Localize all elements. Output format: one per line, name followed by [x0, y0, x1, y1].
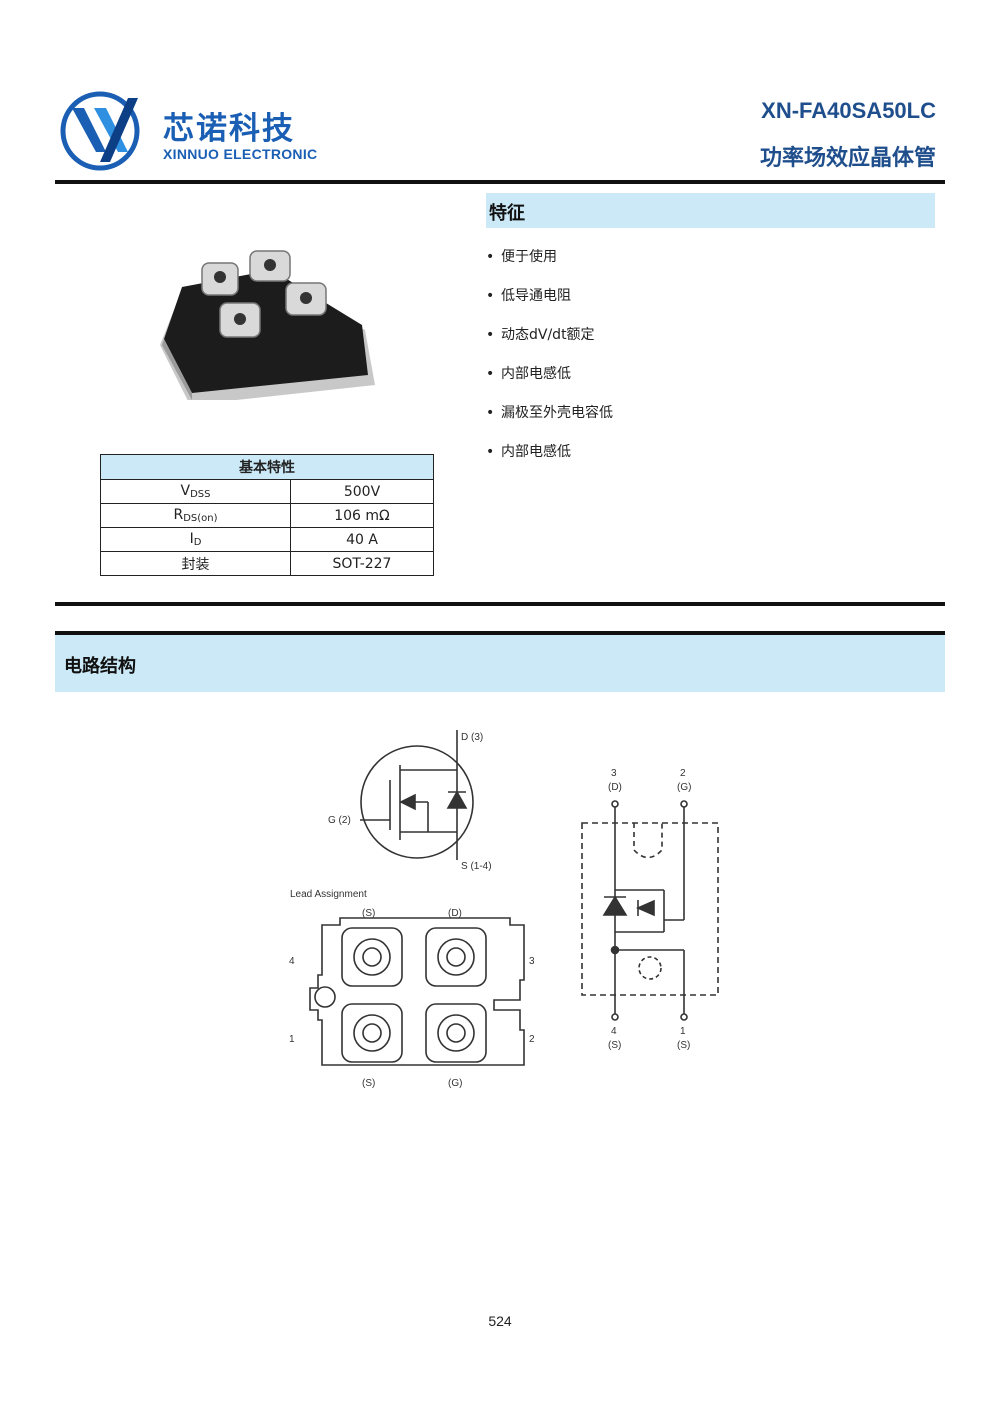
- svg-text:1: 1: [289, 1034, 295, 1045]
- section-divider: [55, 631, 945, 635]
- spec-value: 40 A: [290, 527, 434, 552]
- spec-value: 106 mΩ: [290, 503, 434, 528]
- terminal: [425, 1003, 487, 1063]
- svg-text:(S): (S): [677, 1040, 690, 1051]
- svg-text:(S): (S): [362, 908, 375, 919]
- spec-param: VDSS: [100, 479, 291, 504]
- feature-item: •漏极至外壳电容低: [486, 405, 613, 421]
- source-label: S (1-4): [461, 861, 492, 872]
- lead-assignment: Lead Assignment (S) (D) (S) (G) 4 1 3 2: [289, 889, 535, 1089]
- feature-item: •便于使用: [486, 249, 557, 265]
- feature-item: •内部电感低: [486, 366, 571, 382]
- gate-label: G (2): [328, 815, 351, 826]
- spec-param: RDS(on): [100, 503, 291, 528]
- svg-text:(S): (S): [608, 1040, 621, 1051]
- spec-table: 基本特性 VDSS 500V RDS(on) 106 mΩ ID 40 A 封装…: [100, 454, 434, 576]
- page-number: 524: [488, 1313, 512, 1329]
- features-title: 特征: [489, 203, 525, 224]
- svg-text:1: 1: [680, 1026, 686, 1037]
- features-list: •便于使用 •低导通电阻 •动态dV/dt额定 •内部电感低 •漏极至外壳电容低…: [486, 246, 613, 480]
- spec-table-title: 基本特性: [100, 454, 434, 480]
- header-divider: [55, 180, 945, 184]
- terminal: [425, 927, 487, 987]
- spec-value: SOT-227: [290, 551, 434, 576]
- svg-text:2: 2: [529, 1034, 535, 1045]
- part-description: 功率场效应晶体管: [759, 146, 936, 171]
- product-photo: [160, 250, 375, 400]
- svg-text:4: 4: [611, 1026, 617, 1037]
- table-row: 封装 SOT-227: [100, 551, 434, 576]
- company-name-cn: 芯诺科技: [163, 111, 295, 147]
- feature-item: •动态dV/dt额定: [486, 327, 595, 343]
- svg-text:4: 4: [289, 956, 295, 967]
- section-divider: [55, 602, 945, 606]
- lead-assignment-title: Lead Assignment: [290, 889, 367, 900]
- table-row: VDSS 500V: [100, 479, 434, 504]
- svg-text:2: 2: [680, 768, 686, 779]
- mosfet-symbol: D (3) G (2) S (1-4): [328, 730, 492, 872]
- terminal: [341, 1003, 403, 1063]
- spec-param: ID: [100, 527, 291, 552]
- svg-text:(S): (S): [362, 1078, 375, 1089]
- circuit-diagram: D (3) G (2) S (1-4) Lead Assignment (S) …: [289, 730, 719, 1089]
- svg-text:(D): (D): [608, 782, 622, 793]
- company-logo-icon: [60, 91, 140, 171]
- table-row: RDS(on) 106 mΩ: [100, 503, 434, 528]
- table-row: ID 40 A: [100, 527, 434, 552]
- part-number: XN-FA40SA50LC: [761, 98, 936, 123]
- svg-text:(G): (G): [677, 782, 691, 793]
- svg-text:(D): (D): [448, 908, 462, 919]
- circuit-title: 电路结构: [64, 656, 136, 677]
- feature-item: •低导通电阻: [486, 288, 571, 304]
- internal-schematic: 3 (D) 2 (G) 4 (S) 1 (S): [581, 768, 719, 1051]
- company-name-en: XINNUO ELECTRONIC: [163, 146, 318, 162]
- spec-value: 500V: [290, 479, 434, 504]
- feature-item: •内部电感低: [486, 444, 571, 460]
- circuit-header: 电路结构: [55, 635, 945, 692]
- svg-text:3: 3: [611, 768, 617, 779]
- drain-label: D (3): [461, 732, 483, 743]
- terminal: [341, 927, 403, 987]
- spec-param: 封装: [100, 551, 291, 576]
- svg-text:3: 3: [529, 956, 535, 967]
- features-header: 特征: [486, 193, 935, 228]
- svg-text:(G): (G): [448, 1078, 462, 1089]
